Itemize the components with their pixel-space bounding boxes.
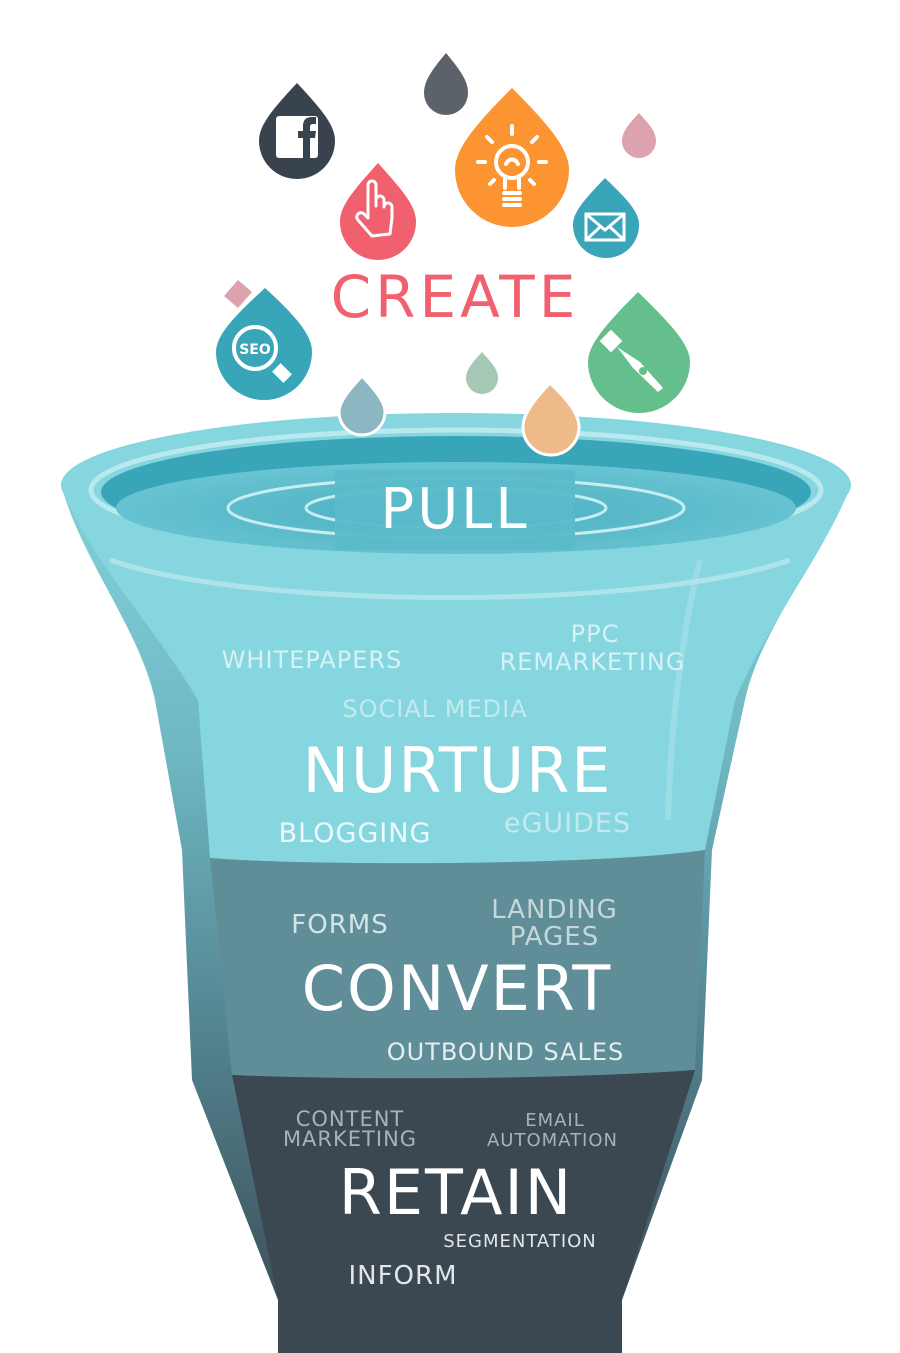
drop-idea	[455, 88, 569, 227]
pointer-hand-icon	[355, 179, 394, 238]
retain-item-email: EMAIL	[525, 1110, 585, 1131]
drop-sage	[466, 352, 498, 394]
drop-click	[340, 163, 416, 260]
drop-pink-left	[224, 280, 252, 308]
retain-item-content: CONTENT	[295, 1107, 405, 1131]
stage-title-nurture: NURTURE	[302, 734, 613, 807]
convert-item-forms: FORMS	[291, 910, 389, 940]
retain-item-segmentation: SEGMENTATION	[443, 1231, 597, 1252]
fountain-pen-icon	[599, 329, 663, 392]
convert-item-landing: LANDING	[491, 895, 618, 925]
convert-band	[210, 850, 705, 1079]
nurture-item-eguides: eGUIDES	[503, 808, 632, 839]
drop-facebook	[259, 83, 335, 179]
drop-bluegray	[337, 373, 387, 437]
stage-title-pull: PULL	[380, 477, 530, 542]
funnel-rim	[61, 413, 851, 557]
nurture-item-social-media: SOCIAL MEDIA	[342, 695, 528, 723]
nurture-item-whitepapers: WHITEPAPERS	[221, 646, 403, 674]
drop-pen	[588, 292, 690, 413]
convert-item-pages: PAGES	[509, 922, 600, 952]
retain-item-marketing: MARKETING	[282, 1127, 418, 1151]
create-heading: CREATE	[330, 263, 580, 331]
envelope-icon	[584, 212, 626, 242]
drop-pink-small	[622, 113, 656, 158]
convert-item-outbound-sales: OUTBOUND SALES	[386, 1038, 625, 1066]
facebook-icon	[276, 116, 318, 158]
drop-gray	[424, 53, 468, 115]
lightbulb-icon	[476, 124, 548, 207]
stage-title-convert: CONVERT	[301, 952, 613, 1025]
drop-seo: SEO	[216, 288, 312, 400]
nurture-item-remarketing: REMARKETING	[499, 648, 686, 676]
nurture-item-blogging: BLOGGING	[278, 818, 432, 849]
svg-text:SEO: SEO	[239, 342, 271, 358]
drop-email	[573, 178, 639, 258]
retain-item-inform: INFORM	[348, 1261, 458, 1291]
stage-title-retain: RETAIN	[338, 1156, 574, 1229]
retain-band	[232, 1070, 695, 1353]
drop-peach	[521, 380, 581, 457]
seo-magnifier-icon: SEO	[232, 325, 292, 383]
nurture-item-ppc: PPC	[570, 620, 620, 648]
retain-item-automation: AUTOMATION	[486, 1130, 619, 1151]
